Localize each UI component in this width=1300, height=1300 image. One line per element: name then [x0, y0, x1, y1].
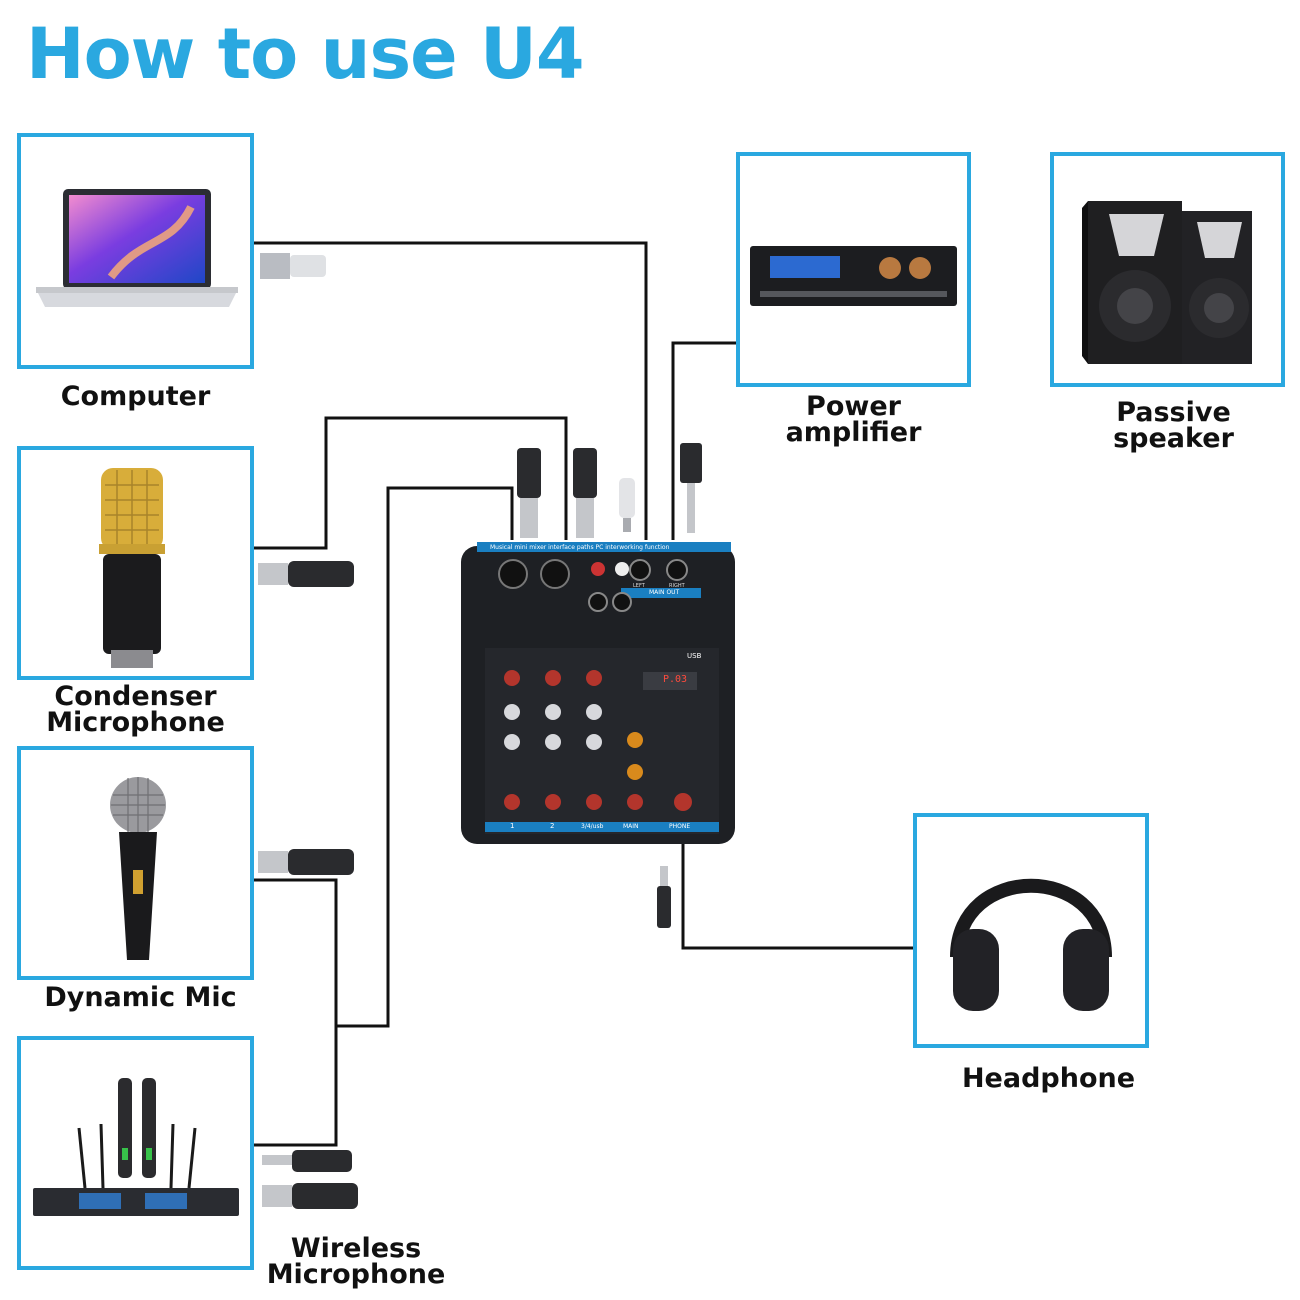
wireless-label-line1: Wireless — [290, 1233, 422, 1264]
wireless-mic-box — [17, 1036, 254, 1270]
headphone-icon — [950, 878, 1112, 1011]
wire-amp — [671, 341, 736, 540]
laptop-icon — [36, 189, 238, 307]
usb-plug-icon — [260, 253, 326, 279]
condenser-mic-box — [17, 446, 254, 680]
condenser-label: Condenser Microphone — [17, 681, 254, 738]
headphone-box — [913, 813, 1149, 1048]
usb-c-plug-icon — [619, 478, 635, 532]
wireless-label-line2: Microphone — [266, 1259, 446, 1290]
condenser-label-line1: Condenser — [54, 681, 217, 712]
wire-headphone — [681, 800, 915, 950]
speaker-label-line2: speaker — [1113, 423, 1234, 454]
wireless-receiver-icon — [33, 1078, 239, 1216]
wireless-label: Wireless Microphone — [256, 1233, 456, 1290]
mixer-strip-2-label: 2 — [550, 822, 555, 830]
speaker-icon — [1082, 201, 1252, 364]
page-title: How to use U4 — [26, 13, 585, 95]
condenser-label-line2: Microphone — [46, 707, 225, 738]
mixer-main-label: MAIN — [623, 823, 639, 830]
mixer-strip-1-label: 1 — [510, 822, 515, 830]
dynamic-mic-box — [17, 746, 254, 980]
dynamic-label: Dynamic Mic — [44, 982, 237, 1013]
amplifier-icon — [750, 246, 957, 306]
computer-box — [17, 133, 254, 369]
mixer-usb-label: USB — [687, 652, 702, 660]
headphone-label: Headphone — [961, 1063, 1136, 1094]
computer-label: Computer — [60, 381, 211, 412]
mixer-strip-34-label: 3/4/usb — [581, 823, 604, 830]
mixer-body — [461, 542, 735, 844]
mixer-display: P.03 — [663, 674, 688, 685]
jack-plug-icon — [262, 1150, 352, 1172]
xlr-plug-icon-3 — [262, 1183, 358, 1209]
mixer-main-out-label: MAIN OUT — [649, 589, 680, 596]
xlr-plug-icon — [258, 561, 354, 587]
amplifier-label-line1: Power — [806, 391, 901, 422]
xlr-plug-top-icon-2 — [573, 448, 597, 538]
wire-dynamic — [254, 878, 338, 1147]
condenser-mic-icon — [99, 468, 165, 668]
wire-condenser — [254, 416, 568, 550]
mixer-header-text: Musical mini mixer interface paths PC in… — [490, 544, 670, 551]
wire-wireless — [336, 486, 514, 1028]
amplifier-label: Power amplifier — [736, 391, 971, 448]
xlr-plug-top-icon — [517, 448, 541, 538]
dynamic-mic-icon — [110, 777, 166, 960]
power-amplifier-box — [736, 152, 971, 387]
mixer-right-label: RIGHT — [669, 583, 685, 589]
amplifier-label-line2: amplifier — [785, 417, 922, 448]
mini-jack-plug-icon — [657, 866, 671, 928]
speaker-label: Passive speaker — [1056, 397, 1291, 454]
wire-computer — [254, 241, 648, 540]
jack-plug-top-icon — [680, 443, 702, 533]
passive-speaker-box — [1050, 152, 1285, 387]
speaker-label-line1: Passive — [1116, 397, 1231, 428]
mixer-phone-label: PHONE — [669, 823, 691, 830]
mixer-device: Musical mini mixer interface paths PC in… — [455, 540, 741, 847]
xlr-plug-icon-2 — [258, 849, 354, 875]
mixer-left-label: LEFT — [633, 583, 645, 589]
